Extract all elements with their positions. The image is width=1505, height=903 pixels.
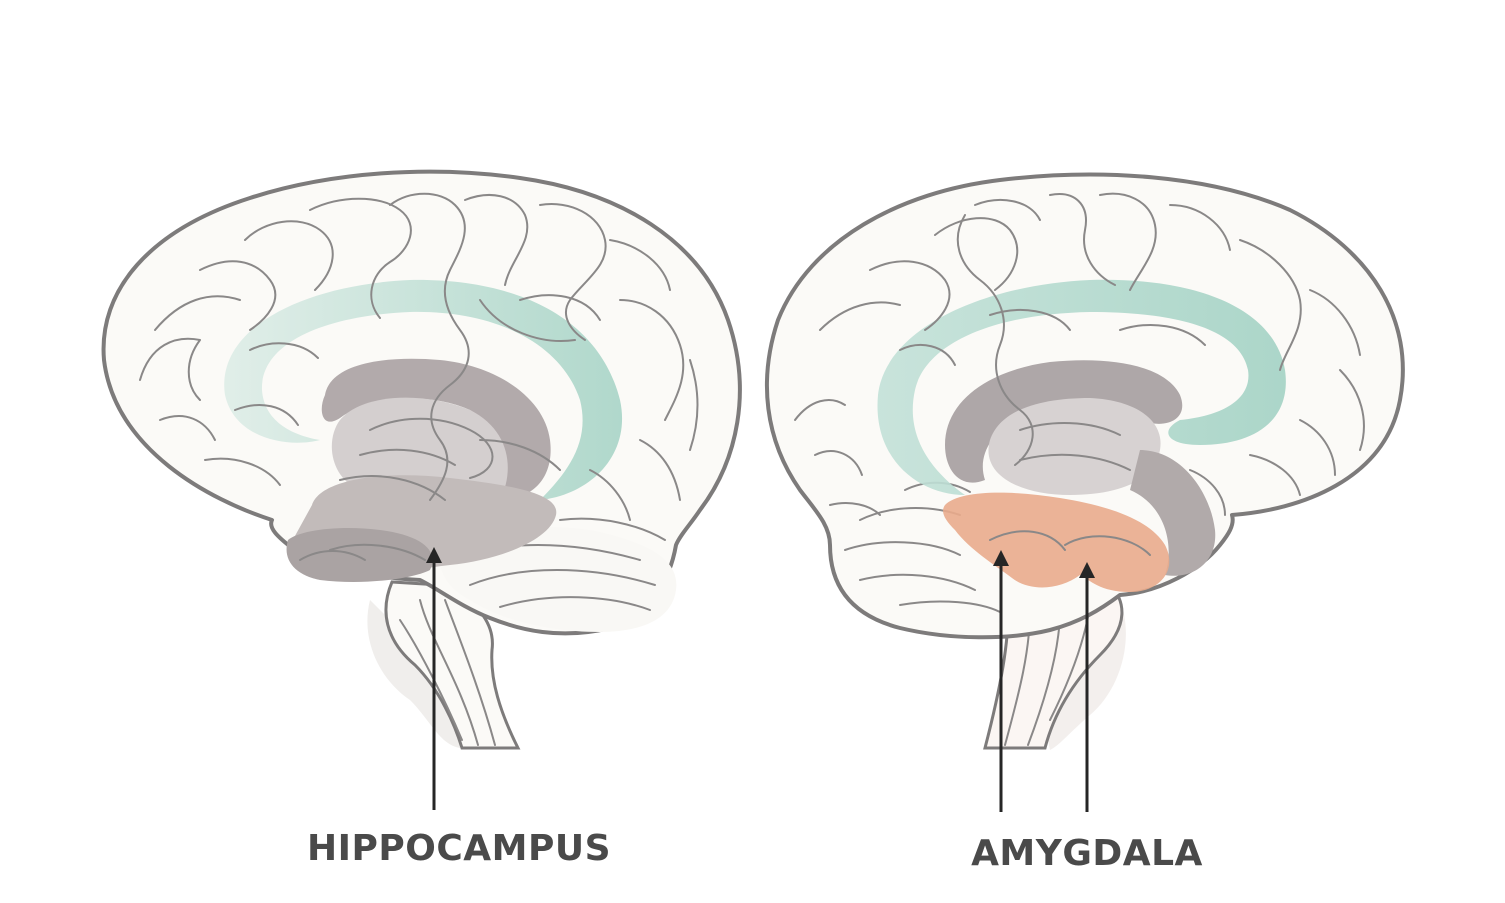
hippocampus-label: HIPPOCAMPUS — [307, 828, 611, 869]
brain-right — [767, 175, 1403, 812]
amygdala-label: AMYGDALA — [971, 833, 1203, 874]
brain-left — [104, 172, 740, 810]
